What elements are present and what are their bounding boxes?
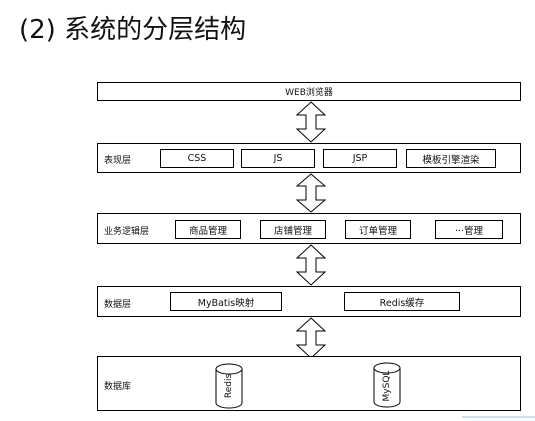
business-layer-label: 业务逻辑层 xyxy=(104,227,150,237)
template-engine-box: 模板引擎渲染 xyxy=(406,149,496,168)
database-layer-label: 数据库 xyxy=(104,382,132,392)
jsp-box: JSP xyxy=(323,149,397,168)
presentation-layer: 表现层 CSS JS JSP 模板引擎渲染 xyxy=(97,143,521,173)
redis-cache-box: Redis缓存 xyxy=(344,292,460,311)
double-arrow-icon xyxy=(296,101,326,143)
page-title: (2) 系统的分层结构 xyxy=(19,15,247,45)
store-management-box: 店铺管理 xyxy=(260,220,326,239)
data-layer: 数据层 MyBatis映射 Redis缓存 xyxy=(97,286,521,317)
data-layer-label: 数据层 xyxy=(104,300,132,310)
decorative-line xyxy=(462,416,535,418)
other-management-box: ···管理 xyxy=(435,220,503,239)
product-management-box: 商品管理 xyxy=(175,220,241,239)
mysql-store-label: MySQL xyxy=(382,370,392,402)
double-arrow-icon xyxy=(296,173,326,213)
double-arrow-icon xyxy=(296,317,326,359)
browser-label: WEB浏览器 xyxy=(285,88,333,98)
mysql-database-icon xyxy=(373,362,401,408)
js-box: JS xyxy=(241,149,315,168)
redis-database-icon xyxy=(215,363,243,409)
double-arrow-icon xyxy=(296,244,326,286)
browser-layer: WEB浏览器 xyxy=(97,82,521,101)
presentation-layer-label: 表现层 xyxy=(104,156,132,166)
business-layer: 业务逻辑层 商品管理 店铺管理 订单管理 ···管理 xyxy=(97,213,521,244)
order-management-box: 订单管理 xyxy=(345,220,411,239)
css-box: CSS xyxy=(160,149,234,168)
mybatis-mapping-box: MyBatis映射 xyxy=(170,292,282,311)
redis-store-label: Redis xyxy=(224,373,234,399)
database-layer: 数据库 xyxy=(97,356,521,411)
